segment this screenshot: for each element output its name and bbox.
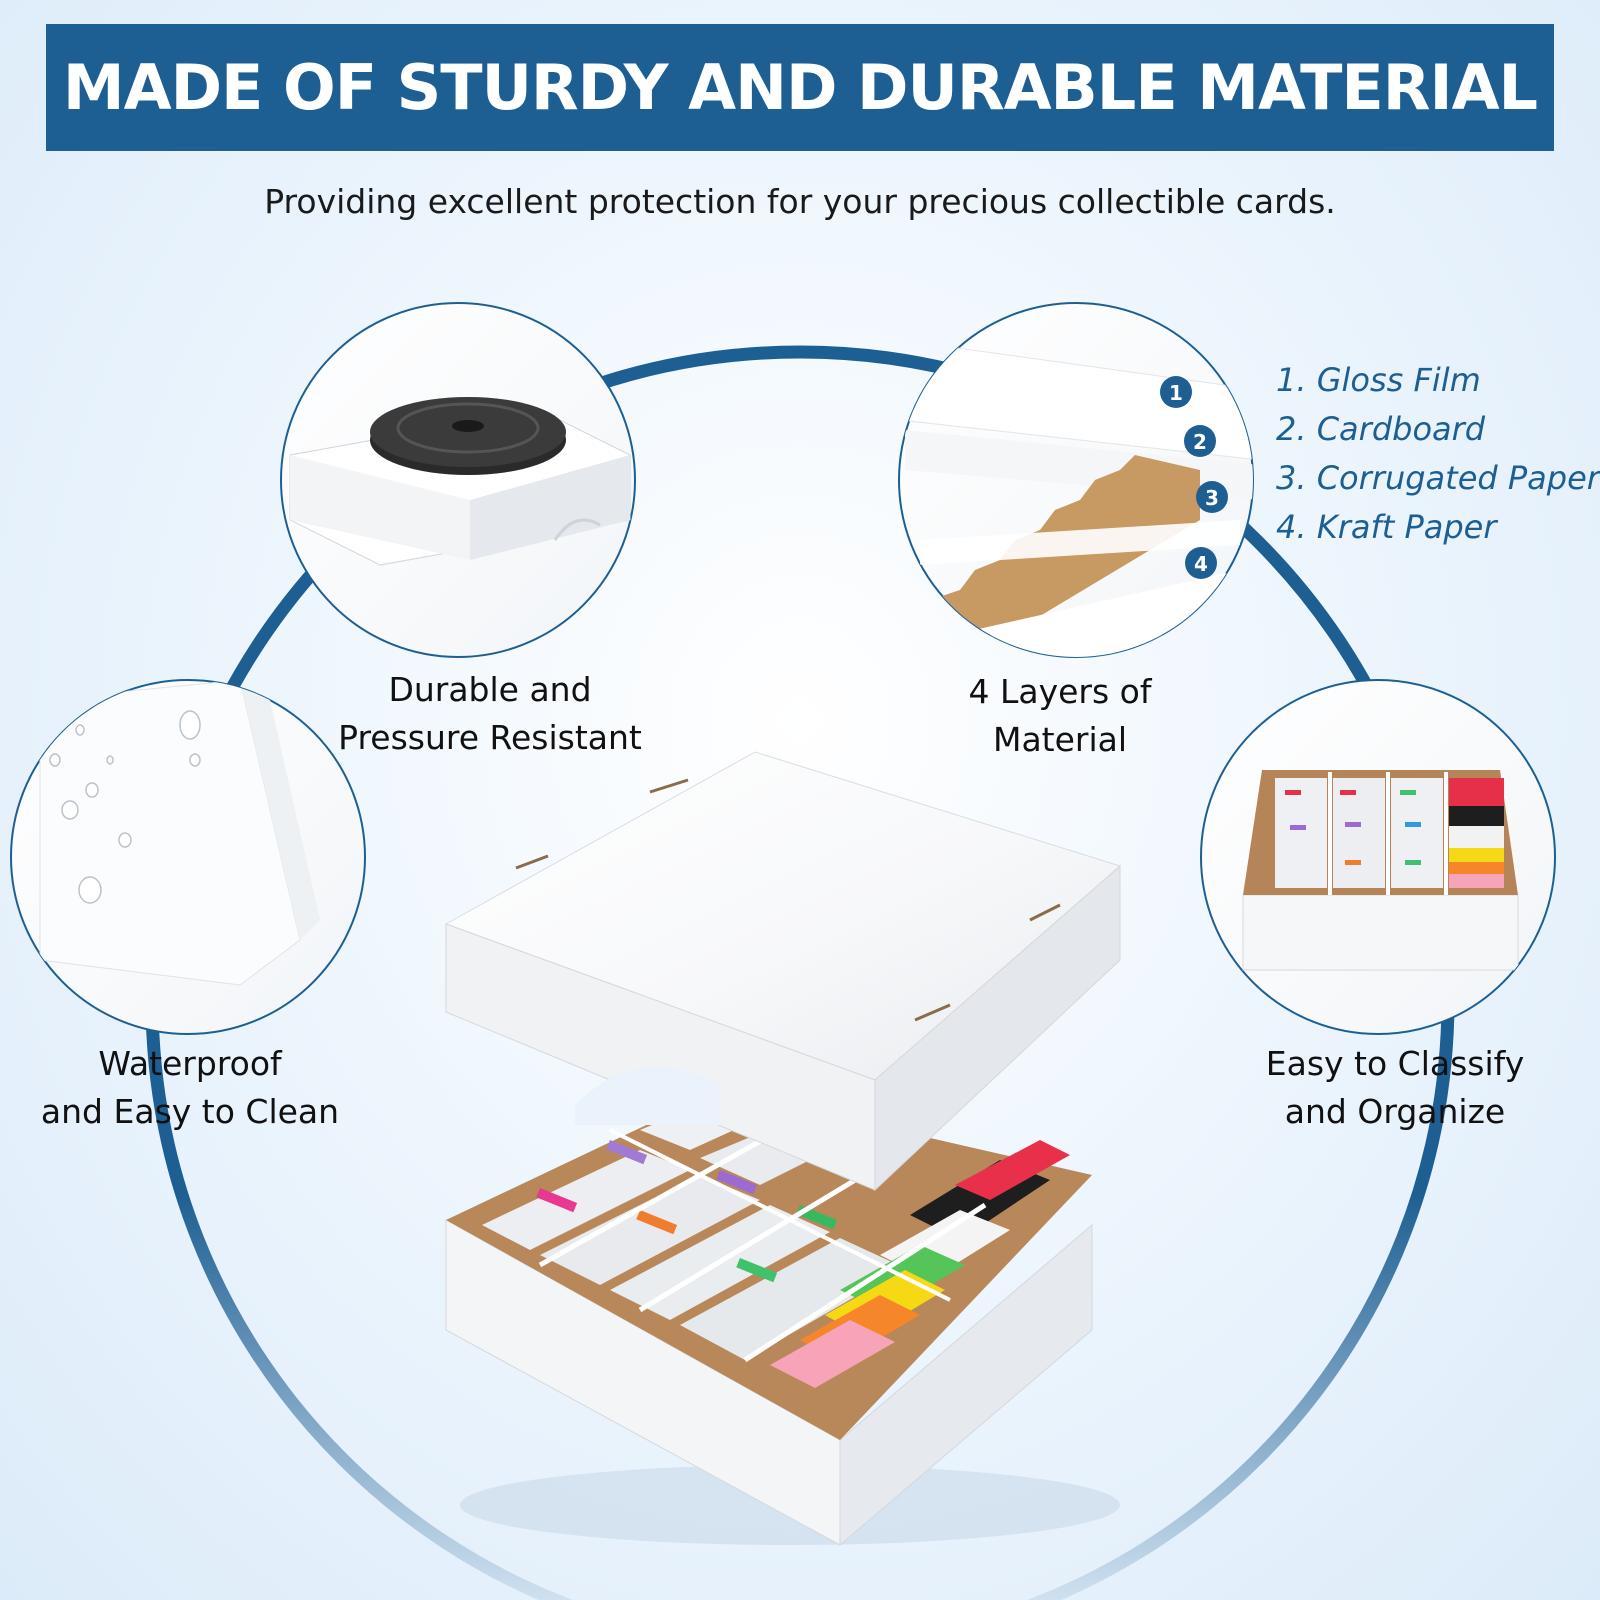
layer-item-gloss-film: 1. Gloss Film	[1276, 361, 1481, 399]
feature-caption-line: and Easy to Clean	[40, 1092, 340, 1131]
layer-item-cardboard: 2. Cardboard	[1276, 410, 1486, 448]
feature-caption-pressure: Durable and Pressure Resistant	[330, 666, 650, 762]
feature-circle-waterproof	[10, 679, 366, 1035]
mini-card-grid	[1275, 772, 1504, 895]
feature-caption-organize: Easy to Classify and Organize	[1230, 1040, 1560, 1136]
feature-circle-layers: 1 2 3 4	[898, 302, 1254, 658]
layer-list: 1. Gloss Film 2. Cardboard 3. Corrugated…	[1276, 356, 1600, 552]
feature-caption-line: 4 Layers of	[968, 672, 1152, 711]
feature-caption-line: Material	[992, 720, 1128, 759]
lid-right-face	[874, 864, 1121, 1192]
layer-badge-1: 1	[1169, 381, 1183, 405]
water-droplets	[49, 710, 201, 904]
feature-caption-line: Pressure Resistant	[338, 718, 642, 757]
feature-caption-waterproof: Waterproof and Easy to Clean	[30, 1040, 350, 1136]
feature-circle-organize	[1200, 679, 1556, 1035]
layer-badge-2: 2	[1193, 430, 1207, 454]
mini-tray-front	[1242, 894, 1519, 971]
feature-caption-line: Durable and	[388, 670, 592, 709]
box-lid	[444, 751, 1122, 1192]
layer-item-corrugated-paper: 3. Corrugated Paper	[1276, 459, 1600, 497]
card-storage-box	[445, 1080, 1093, 1547]
page-subtitle: Providing excellent protection for your …	[264, 182, 1336, 221]
feature-caption-layers: 4 Layers of Material	[900, 668, 1220, 764]
layer-badges: 1 2 3 4	[1160, 376, 1228, 579]
page-title: MADE OF STURDY AND DURABLE MATERIAL	[62, 51, 1538, 124]
layer-badge-3: 3	[1205, 486, 1219, 510]
feature-caption-line: and Organize	[1284, 1092, 1506, 1131]
layer-item-kraft-paper: 4. Kraft Paper	[1276, 508, 1497, 546]
layer-badge-4: 4	[1194, 552, 1208, 576]
feature-caption-line: Waterproof	[98, 1044, 282, 1083]
feature-circle-pressure	[280, 302, 636, 658]
title-banner: MADE OF STURDY AND DURABLE MATERIAL	[46, 24, 1554, 151]
feature-caption-line: Easy to Classify	[1265, 1044, 1525, 1083]
tray-right-face	[839, 1223, 1093, 1547]
